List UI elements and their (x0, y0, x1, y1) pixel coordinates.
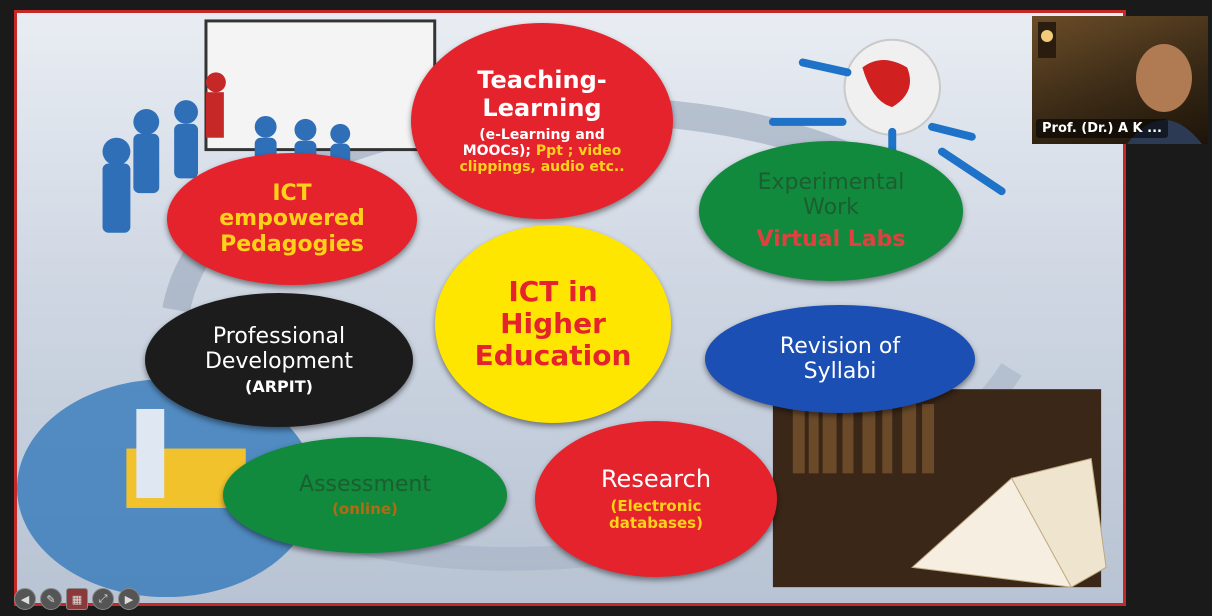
node-professional-development: Professional Development (ARPIT) (145, 293, 413, 427)
revision-title-1: Revision of (779, 333, 901, 359)
research-title: Research (600, 464, 712, 493)
professional-title-2: Development (204, 348, 354, 374)
node-teaching-learning: Teaching- Learning (e-Learning and MOOCs… (411, 23, 673, 219)
pen-icon: ✎ (46, 592, 56, 606)
experimental-title-2: Work (803, 195, 859, 221)
pedagogies-title-3: Pedagogies (220, 231, 364, 257)
zoom-icon: ⤢ (98, 592, 108, 605)
slides-button[interactable]: ▦ (66, 588, 88, 610)
professional-sub: (ARPIT) (245, 377, 313, 397)
teaching-sub-2: MOOCs); (462, 142, 532, 159)
teaching-sub-3: Ppt ; video (535, 142, 622, 159)
teaching-sub-1: (e-Learning and (479, 126, 605, 143)
node-research: Research (Electronic databases) (535, 421, 777, 577)
assessment-sub: (online) (332, 500, 398, 519)
teaching-title-2: Learning (482, 93, 602, 122)
pen-button[interactable]: ✎ (40, 588, 62, 610)
node-ict-pedagogies: ICT empowered Pedagogies (167, 153, 417, 285)
participant-name-label: Prof. (Dr.) A K ... (1036, 119, 1168, 138)
teaching-sub-4: clippings, audio etc.. (459, 158, 625, 175)
slides-icon: ▦ (71, 592, 83, 606)
teaching-title-1: Teaching- (477, 66, 607, 95)
pedagogies-title-1: ICT (272, 181, 312, 207)
node-revision-syllabi: Revision of Syllabi (705, 305, 975, 413)
slideshow-toolbar: ◀ ✎ ▦ ⤢ ▶ (14, 586, 140, 612)
node-experimental-work: Experimental Work Virtual Labs (699, 141, 963, 281)
experimental-title-1: Experimental (757, 170, 905, 196)
professional-title-1: Professional (212, 323, 346, 349)
zoom-button[interactable]: ⤢ (92, 588, 114, 610)
research-sub: (Electronic databases) (609, 496, 703, 532)
node-assessment: Assessment (online) (223, 437, 507, 553)
center-line-1: ICT in (508, 274, 598, 308)
node-center-ict-higher-education: ICT in Higher Education (435, 225, 671, 423)
pedagogies-title-2: empowered (219, 206, 365, 232)
presentation-slide: Teaching- Learning (e-Learning and MOOCs… (14, 10, 1126, 606)
center-line-3: Education (474, 339, 632, 373)
prev-button[interactable]: ◀ (14, 588, 36, 610)
experimental-emph: Virtual Labs (756, 226, 906, 252)
participant-video-tile[interactable]: Prof. (Dr.) A K ... (1032, 16, 1208, 144)
next-button[interactable]: ▶ (118, 588, 140, 610)
prev-icon: ◀ (20, 592, 30, 606)
center-line-2: Higher (500, 306, 606, 340)
next-icon: ▶ (124, 592, 134, 606)
assessment-title: Assessment (299, 471, 431, 497)
revision-title-2: Syllabi (803, 359, 877, 384)
